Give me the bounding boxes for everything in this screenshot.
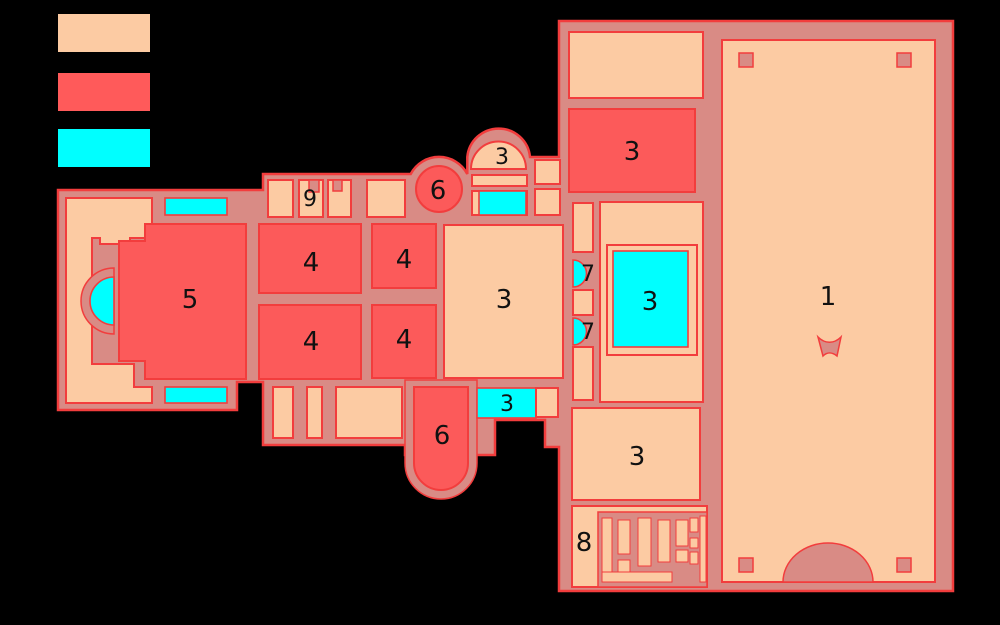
label-room-9: 9 — [303, 187, 317, 212]
label-room-4b: 4 — [303, 327, 320, 357]
north-cell-b-pier — [332, 179, 343, 192]
room-4a — [258, 223, 362, 294]
label-room-4a: 4 — [303, 248, 320, 278]
hypocaust-slot — [675, 549, 689, 563]
room-6-rotunda-north — [415, 165, 463, 213]
north-basin — [164, 197, 228, 216]
north-cell-c — [366, 179, 406, 218]
hypocaust-slot — [617, 559, 631, 573]
hypocaust-slot — [689, 537, 699, 549]
label-room-3-southwest: 3 — [629, 442, 646, 472]
right-building — [568, 31, 936, 588]
label-room-8: 8 — [576, 528, 593, 558]
north-range — [267, 140, 561, 218]
room-7-basin-b — [572, 317, 588, 346]
room-3-southwest — [571, 407, 701, 501]
label-room-7b: 7 — [581, 320, 595, 345]
room-6-rotunda-south — [413, 386, 469, 491]
room-4d — [371, 304, 437, 379]
northwest-room — [568, 31, 704, 99]
hypocaust-slot — [657, 519, 671, 563]
south-basin — [164, 386, 228, 404]
legend-swatch-water — [58, 129, 150, 167]
label-room-5: 5 — [182, 285, 199, 315]
south-link-cell — [535, 387, 559, 418]
hall-pier-se — [896, 557, 912, 573]
room-9-pier — [308, 179, 320, 193]
label-room-7a: 7 — [581, 262, 595, 287]
apse-hall-step — [471, 174, 528, 187]
hall-pier-ne — [896, 52, 912, 68]
left-building — [65, 197, 564, 404]
legend-swatch-unheated — [58, 14, 150, 52]
hypocaust-slot — [617, 519, 631, 555]
room-4c — [371, 223, 437, 289]
hall-pier-nw — [738, 52, 754, 68]
west-strip-a — [572, 202, 594, 253]
south-cell-b — [306, 386, 323, 439]
label-room-3-heated: 3 — [624, 137, 641, 167]
apse-hall-basin — [478, 190, 527, 216]
room-4b — [258, 304, 362, 380]
hall-niche — [816, 334, 843, 358]
label-room-6-north: 6 — [430, 176, 447, 206]
link-cell-b — [534, 188, 561, 216]
hall-entrance-arch — [782, 542, 874, 583]
room-3-great-basin — [612, 250, 689, 348]
south-cell-a — [272, 386, 294, 439]
room-3-central — [443, 224, 564, 379]
room-3-apse-hall — [469, 140, 528, 170]
link-cell-a — [534, 159, 561, 185]
label-room-1: 1 — [820, 282, 837, 312]
legend-swatch-heated — [58, 73, 150, 111]
room-3-heated — [568, 108, 696, 193]
legend — [58, 14, 150, 167]
north-cell-a — [267, 179, 294, 218]
hypocaust-slot — [675, 519, 689, 547]
hypocaust-maze — [597, 511, 708, 588]
hypocaust-slot — [699, 515, 707, 583]
hypocaust-slot — [689, 517, 699, 533]
south-range — [272, 379, 559, 500]
hypocaust-slot — [689, 551, 699, 565]
label-room-3-apse-hall: 3 — [495, 145, 509, 170]
label-room-6-south: 6 — [434, 421, 451, 451]
label-room-4d: 4 — [396, 325, 413, 355]
hypocaust-channel — [601, 571, 673, 583]
label-room-3-basin: 3 — [642, 287, 659, 317]
room-5-caldarium — [118, 223, 247, 380]
room-3-south-basin — [476, 387, 537, 419]
south-cell-c — [335, 386, 403, 439]
room-7-basin-a — [572, 259, 588, 288]
west-strip-c — [572, 346, 594, 401]
apse-basin — [89, 276, 115, 326]
label-room-3-south-basin: 3 — [500, 392, 514, 417]
hypocaust-channel — [601, 517, 613, 573]
hall-pier-sw — [738, 557, 754, 573]
room-labels: 1 3 3 3 8 7 7 3 3 3 6 6 9 5 4 4 4 4 — [182, 137, 837, 558]
label-room-3-central: 3 — [496, 285, 513, 315]
west-strip-b — [572, 289, 594, 316]
hypocaust-slot — [637, 517, 652, 567]
label-room-4c: 4 — [396, 245, 413, 275]
